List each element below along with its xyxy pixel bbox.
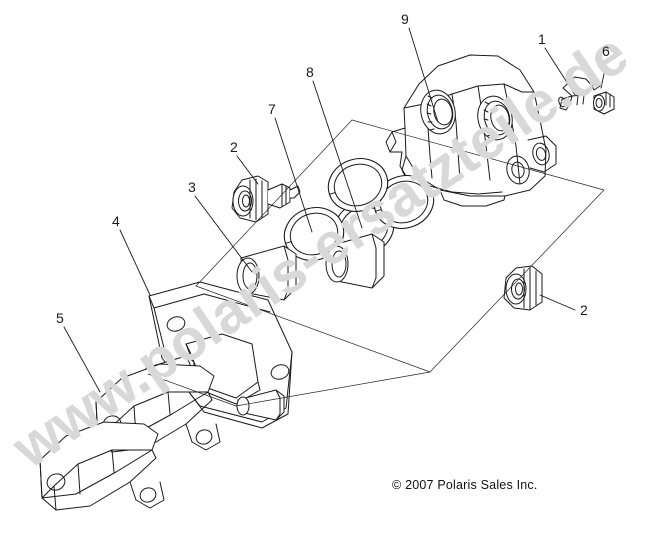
mounting-bracket-part bbox=[144, 281, 293, 429]
callout-2-left: 2 bbox=[230, 139, 238, 155]
bleeder-cap-part bbox=[593, 91, 615, 115]
callout-8: 8 bbox=[306, 64, 314, 80]
caliper-body-part bbox=[385, 54, 557, 207]
guide-bushing-left-part bbox=[231, 175, 301, 223]
callout-3: 3 bbox=[188, 179, 196, 195]
bleeder-screw-part bbox=[558, 76, 601, 111]
callout-6: 6 bbox=[602, 43, 610, 59]
copyright-notice: © 2007 Polaris Sales Inc. bbox=[392, 478, 538, 492]
callout-4: 4 bbox=[112, 213, 120, 229]
guide-bushing-right-part bbox=[503, 265, 543, 311]
brake-pad-part bbox=[39, 421, 165, 511]
callout-1: 1 bbox=[538, 31, 546, 47]
callout-7: 7 bbox=[268, 101, 276, 117]
piston-part bbox=[236, 245, 297, 301]
piston-part bbox=[325, 233, 385, 289]
callout-5: 5 bbox=[56, 310, 64, 326]
callout-2-right: 2 bbox=[580, 302, 588, 318]
callout-9: 9 bbox=[401, 11, 409, 27]
